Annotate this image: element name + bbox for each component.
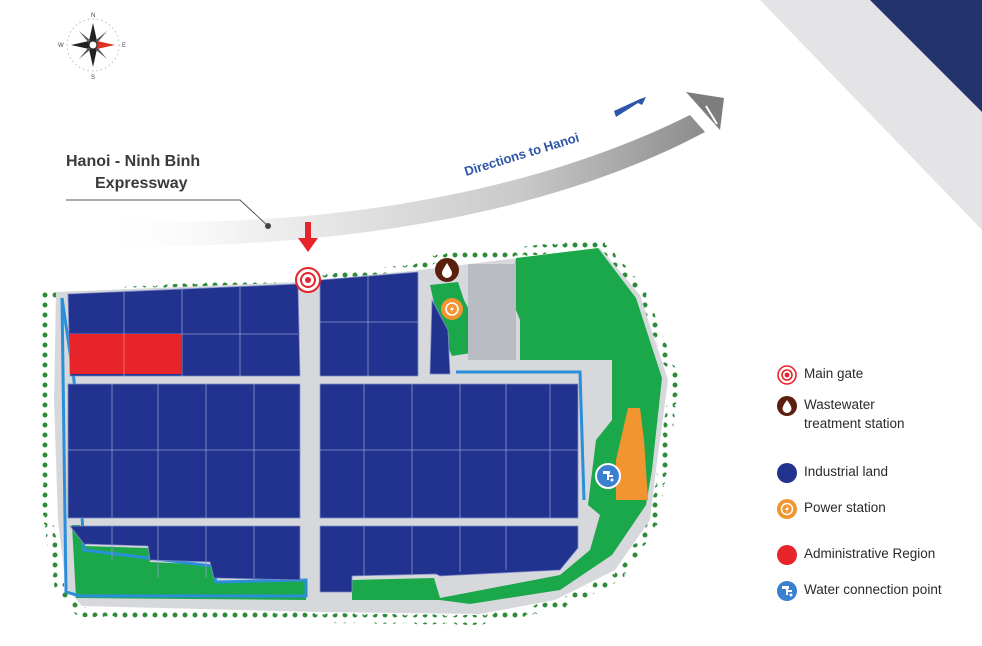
legend-item-main-gate: Main gate	[776, 364, 863, 386]
directions-arrow-icon	[614, 97, 646, 117]
administrative-region	[70, 334, 182, 374]
legend-label-water: Water connection point	[804, 582, 942, 597]
entry-arrow-icon	[298, 222, 318, 252]
expressway-leader-line	[66, 199, 269, 227]
legend-item-water: Water connection point	[776, 580, 942, 602]
power-station-icon[interactable]	[441, 298, 463, 320]
power-icon	[777, 499, 797, 519]
legend-label-power: Power station	[804, 500, 886, 515]
compass-north: N	[91, 13, 95, 19]
water-channel-mid	[456, 370, 586, 501]
legend-label-wastewater-line1: Wastewater	[804, 397, 875, 412]
corner-navy-decoration	[870, 0, 982, 112]
legend-label-admin: Administrative Region	[804, 546, 936, 561]
compass-south: S	[91, 75, 95, 81]
industrial-dot-icon	[777, 463, 797, 483]
compass-west: W	[58, 43, 64, 49]
main-gate-icon[interactable]	[295, 267, 321, 293]
parcel-grid-lines	[68, 276, 578, 578]
legend-label-main-gate: Main gate	[804, 366, 864, 381]
water-connection-icon[interactable]	[595, 463, 621, 489]
compass-east: E	[122, 43, 126, 49]
wastewater-station-icon[interactable]	[435, 258, 459, 282]
legend-label-industrial: Industrial land	[804, 464, 889, 479]
admin-dot-icon	[777, 545, 797, 565]
water-tap-icon	[777, 581, 797, 601]
grey-utility-area	[468, 264, 516, 360]
corner-light-decoration	[760, 0, 982, 230]
wastewater-drop-icon	[777, 396, 797, 416]
green-area-east	[352, 248, 662, 604]
legend-item-industrial: Industrial land	[776, 462, 888, 484]
legend-label-wastewater-line2: treatment station	[804, 416, 905, 431]
expressway-label-line1: Hanoi - Ninh Binh	[66, 153, 200, 170]
main-gate-icon	[777, 365, 797, 385]
park-tree-border	[38, 238, 681, 626]
legend-item-admin: Administrative Region	[776, 544, 935, 566]
expressway-road	[95, 115, 705, 247]
industrial-land	[67, 271, 579, 593]
legend-item-power: Power station	[776, 498, 886, 520]
compass-icon: N S E W	[58, 13, 126, 81]
green-area-southwest	[72, 525, 306, 600]
power-plot	[616, 408, 648, 500]
legend-item-wastewater: Wastewater treatment station	[776, 395, 905, 433]
expressway-label-line2: Expressway	[95, 175, 188, 192]
